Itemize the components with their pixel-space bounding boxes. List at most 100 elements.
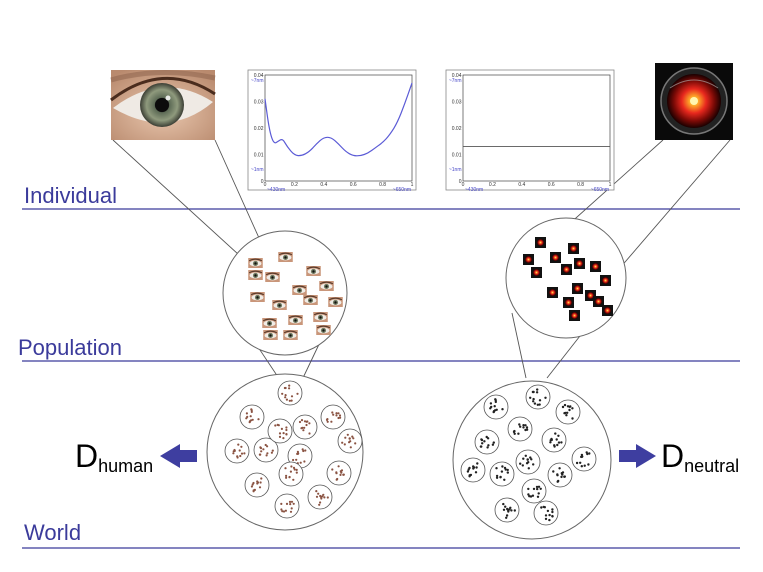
x-tick-label: 0.6 — [350, 182, 357, 188]
mini-hal-icon — [568, 243, 579, 254]
hal-lens-photo — [655, 63, 733, 140]
sub-population — [533, 500, 559, 526]
y-tick-label: 0.02 — [452, 126, 462, 132]
d-neutral-label: Dneutral — [661, 438, 739, 476]
x-end-label: ~430nm — [465, 187, 483, 193]
x-tick-label: 0 — [264, 182, 267, 188]
mini-eye-icon — [292, 285, 307, 295]
x-end-label: ~650nm — [393, 187, 411, 193]
sub-population — [483, 394, 509, 420]
mini-eye-icon — [248, 270, 263, 280]
mini-eye-icon — [313, 312, 328, 322]
sub-population — [278, 461, 304, 487]
x-tick-label: 0 — [462, 182, 465, 188]
y-tick-label: 0.04 — [452, 73, 462, 79]
svg-text:Dhuman: Dhuman — [75, 438, 153, 476]
y-tick-label: 0.01 — [254, 153, 264, 159]
mini-eye-icon — [328, 297, 343, 307]
sub-population — [244, 472, 270, 498]
sub-population — [320, 404, 346, 430]
sub-population — [253, 437, 279, 463]
sub-population — [267, 418, 293, 444]
sub-population — [474, 429, 500, 455]
mini-hal-icon — [574, 258, 585, 269]
y-end-label: ~7nm — [449, 78, 462, 84]
y-end-label: ~1nm — [449, 167, 462, 173]
mini-eye-icon — [319, 281, 334, 291]
mini-hal-icon — [572, 283, 583, 294]
world-label: World — [24, 520, 81, 545]
sub-population — [337, 428, 363, 454]
sub-population — [274, 493, 300, 519]
y-tick-label: 0 — [261, 179, 264, 185]
x-tick-label: 1 — [411, 182, 414, 188]
y-end-label: ~1nm — [251, 167, 264, 173]
x-tick-label: 0.6 — [548, 182, 555, 188]
sub-population — [555, 399, 581, 425]
x-tick-label: 1 — [609, 182, 612, 188]
sub-population — [547, 462, 573, 488]
human-world — [206, 373, 364, 531]
sub-population — [292, 414, 318, 440]
mini-eye-icon — [278, 252, 293, 262]
y-tick-label: 0.03 — [254, 100, 264, 106]
sub-population — [307, 484, 333, 510]
x-tick-label: 0.8 — [577, 182, 584, 188]
sub-population — [239, 404, 265, 430]
mini-eye-icon — [262, 318, 277, 328]
sub-population — [277, 380, 303, 406]
x-tick-label: 0.2 — [489, 182, 496, 188]
sub-population — [525, 384, 551, 410]
mini-eye-icon — [263, 330, 278, 340]
mini-hal-icon — [531, 267, 542, 278]
sub-population — [541, 427, 567, 453]
y-tick-label: 0.02 — [254, 126, 264, 132]
mini-hal-icon — [535, 237, 546, 248]
arrow-left-icon — [160, 444, 197, 468]
mini-eye-icon — [316, 325, 331, 335]
zoom-lines — [112, 139, 731, 381]
mini-eye-icon — [306, 266, 321, 276]
sub-population — [571, 446, 597, 472]
sub-population — [224, 438, 250, 464]
y-end-label: ~7nm — [251, 78, 264, 84]
x-end-label: ~430nm — [267, 187, 285, 193]
y-tick-label: 0.03 — [452, 100, 462, 106]
human-eye-photo — [110, 69, 216, 140]
mini-hal-icon — [590, 261, 601, 272]
d-human-label: Dhuman — [75, 438, 153, 476]
x-tick-label: 0.8 — [379, 182, 386, 188]
mini-eye-icon — [265, 272, 280, 282]
sub-population — [521, 478, 547, 504]
sub-population — [507, 416, 533, 442]
sub-population — [494, 497, 520, 523]
mini-eye-icon — [250, 292, 265, 302]
mini-hal-icon — [600, 275, 611, 286]
mini-hal-icon — [547, 287, 558, 298]
mini-eye-icon — [283, 330, 298, 340]
sub-population — [515, 449, 541, 475]
machine-population — [505, 217, 627, 339]
y-tick-label: 0.01 — [452, 153, 462, 159]
population-label: Population — [18, 335, 122, 360]
mini-hal-icon — [593, 296, 604, 307]
mini-eye-icon — [248, 258, 263, 268]
individual-label: Individual — [24, 183, 117, 208]
x-tick-label: 0.4 — [518, 182, 525, 188]
mini-hal-icon — [569, 310, 580, 321]
x-end-label: ~650nm — [591, 187, 609, 193]
y-tick-label: 0.04 — [254, 73, 264, 79]
mini-hal-icon — [523, 254, 534, 265]
x-tick-label: 0.2 — [291, 182, 298, 188]
mini-hal-icon — [550, 252, 561, 263]
sub-population — [460, 457, 486, 483]
svg-text:Dneutral: Dneutral — [661, 438, 739, 476]
human-population — [222, 230, 348, 356]
x-tick-label: 0.4 — [320, 182, 327, 188]
mini-eye-icon — [272, 300, 287, 310]
machine-world — [452, 380, 612, 540]
y-tick-label: 0 — [459, 179, 462, 185]
arrow-right-icon — [619, 444, 656, 468]
